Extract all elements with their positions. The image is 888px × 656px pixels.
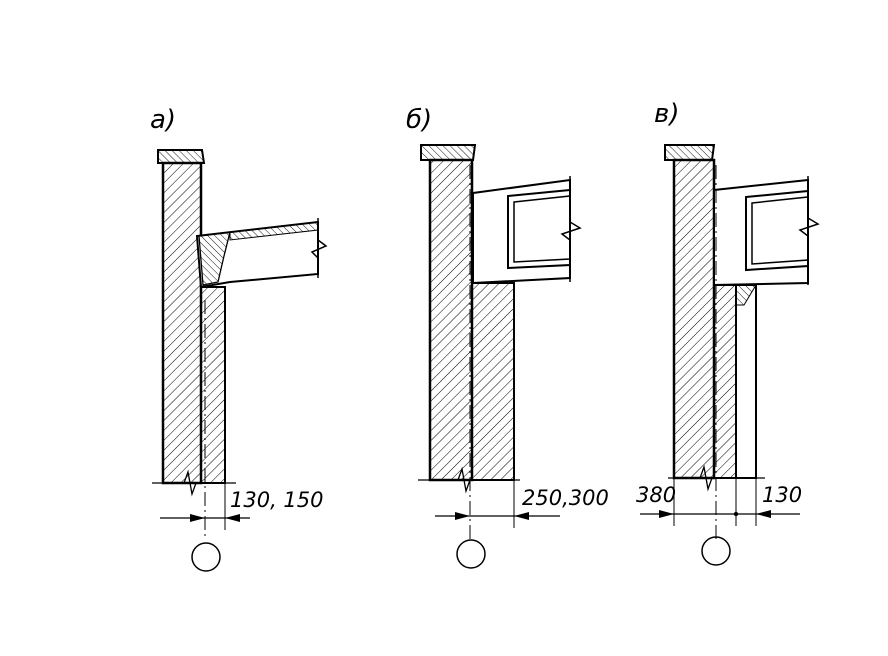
break-line-c <box>798 176 820 285</box>
panel-label-a: a) <box>150 105 176 135</box>
wall-inner-c <box>735 284 757 479</box>
panel-b: б) 250,300 <box>406 105 609 569</box>
break-line-a <box>310 218 328 278</box>
dimension-dot-c <box>733 511 739 517</box>
panel-label-c: в) <box>654 99 679 129</box>
arrow-a2 <box>225 514 240 522</box>
ground-break-a <box>152 469 236 497</box>
wall-middle-c <box>713 284 737 479</box>
axis-marker-b <box>456 539 486 569</box>
arrow-b1 <box>455 512 470 520</box>
ground-break-b <box>418 466 520 494</box>
wall-a <box>161 161 203 485</box>
arrow-b2 <box>514 512 529 520</box>
arrow-c1 <box>659 510 674 518</box>
arrow-a1 <box>190 514 205 522</box>
dimension-text-c-left: 380 <box>636 483 676 507</box>
panel-label-b: б) <box>406 105 432 135</box>
dimension-text-a: 130, 150 <box>230 488 324 512</box>
axis-marker-c <box>701 536 731 566</box>
panel-a: a) 130, 150 <box>150 105 328 572</box>
wall-lower-b <box>471 282 515 481</box>
coping-stone-a <box>157 149 206 164</box>
slab-end-fill-a <box>198 231 231 286</box>
dimension-text-c-right: 130 <box>762 483 802 507</box>
dimension-text-b: 250,300 <box>522 486 609 510</box>
panel-c: в) 380 130 <box>636 99 820 566</box>
arrow-c2 <box>756 510 771 518</box>
coping-stone-b <box>420 144 477 161</box>
coping-stone-c <box>664 144 716 161</box>
wall-c <box>672 158 716 480</box>
break-line-b <box>560 176 582 282</box>
ground-break-c <box>668 464 765 492</box>
wall-b <box>428 158 474 482</box>
axis-marker-a <box>191 542 221 572</box>
